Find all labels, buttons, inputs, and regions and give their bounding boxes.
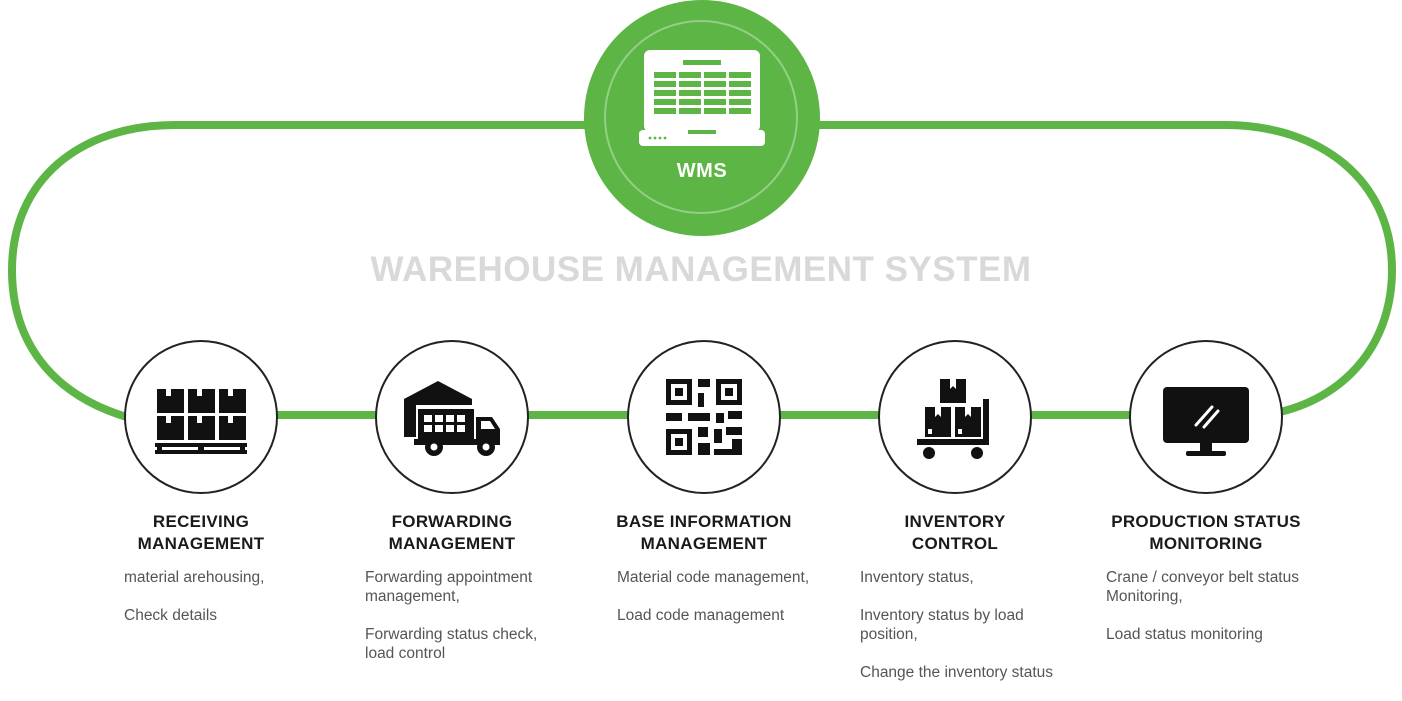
module-title-line1: RECEIVING <box>152 512 250 531</box>
module-title-line1: PRODUCTION STATUS <box>1111 512 1301 531</box>
desc-item: Inventory status by load position, <box>860 607 1024 643</box>
desc-item: Forwarding status check, load control <box>365 626 538 662</box>
production-status-node <box>1129 340 1283 494</box>
hub-label: WMS <box>676 160 728 182</box>
receiving-node <box>124 340 278 494</box>
module-title-line2: MONITORING <box>1149 534 1263 553</box>
module-title-line2: CONTROL <box>911 534 999 553</box>
module-title-line2: MANAGEMENT <box>640 534 768 553</box>
desc-item: Material code management, <box>617 569 810 586</box>
cart-boxes-icon <box>917 379 989 459</box>
module-title-line1: INVENTORY <box>904 512 1006 531</box>
inventory-node <box>878 340 1032 494</box>
desc-item: Inventory status, <box>860 569 974 586</box>
qr-code-icon <box>666 379 742 455</box>
module-desc-forwarding: Forwarding appointment management, Forwa… <box>365 568 570 682</box>
module-title-production-status: PRODUCTION STATUS MONITORING <box>1096 511 1316 555</box>
desc-item: material arehousing, <box>124 569 265 586</box>
desc-item: Change the inventory status <box>860 664 1054 681</box>
module-desc-production-status: Crane / conveyor belt status Monitoring,… <box>1106 568 1336 663</box>
module-title-line1: BASE INFORMATION <box>616 512 792 531</box>
wms-hub: WMS <box>584 0 820 236</box>
module-title-inventory: INVENTORY CONTROL <box>845 511 1065 555</box>
module-title-forwarding: FORWARDING MANAGEMENT <box>342 511 562 555</box>
base-information-node <box>627 340 781 494</box>
module-desc-receiving: material arehousing, Check details <box>124 568 324 644</box>
hub-ring <box>604 20 798 214</box>
module-title-line2: MANAGEMENT <box>388 534 516 553</box>
forwarding-node <box>375 340 529 494</box>
module-title-line1: FORWARDING <box>391 512 513 531</box>
module-desc-inventory: Inventory status, Inventory status by lo… <box>860 568 1090 701</box>
module-title-base-information: BASE INFORMATION MANAGEMENT <box>594 511 814 555</box>
delivery-truck-icon <box>404 381 500 456</box>
module-title-receiving: RECEIVING MANAGEMENT <box>91 511 311 555</box>
laptop-spreadsheet-icon <box>639 50 765 146</box>
desc-item: Forwarding appointment management, <box>365 569 533 605</box>
module-title-line2: MANAGEMENT <box>137 534 265 553</box>
desc-item: Check details <box>124 607 218 624</box>
desc-item: Load code management <box>617 607 785 624</box>
monitor-icon <box>1163 387 1249 456</box>
desc-item: Load status monitoring <box>1106 626 1263 643</box>
desc-item: Crane / conveyor belt status Monitoring, <box>1106 569 1299 605</box>
system-title: WAREHOUSE MANAGEMENT SYSTEM <box>370 250 1032 289</box>
pallet-boxes-icon <box>155 389 247 454</box>
module-desc-base-information: Material code management, Load code mana… <box>617 568 822 644</box>
